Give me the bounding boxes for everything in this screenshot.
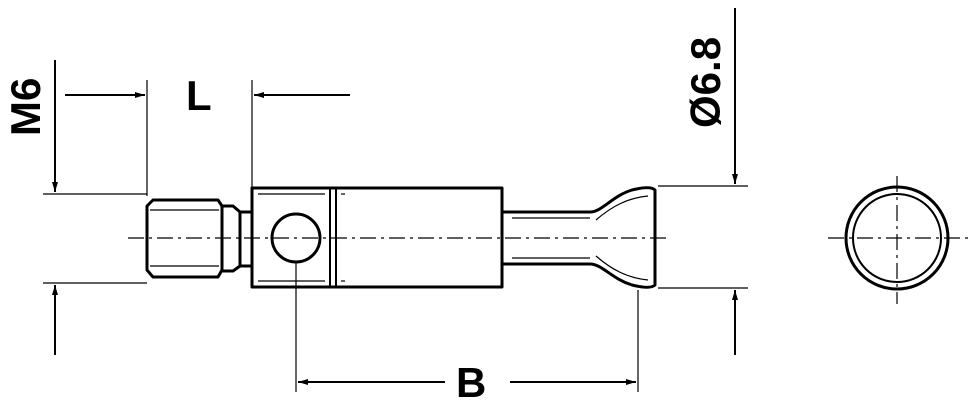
threaded-end <box>145 198 224 279</box>
neck <box>222 204 252 273</box>
flared-head <box>502 186 657 289</box>
thread-size-label: M6 <box>2 78 49 136</box>
dimension-body: B <box>295 262 639 400</box>
cylinder-body <box>250 186 504 289</box>
diameter-label: Ø6.8 <box>682 37 729 128</box>
length-label: L <box>186 72 212 119</box>
dimension-diameter: Ø6.8 <box>658 8 748 355</box>
end-view <box>828 176 968 304</box>
dimension-length: L <box>65 72 350 196</box>
dimension-m6: M6 <box>2 60 147 355</box>
body-label: B <box>456 359 486 400</box>
